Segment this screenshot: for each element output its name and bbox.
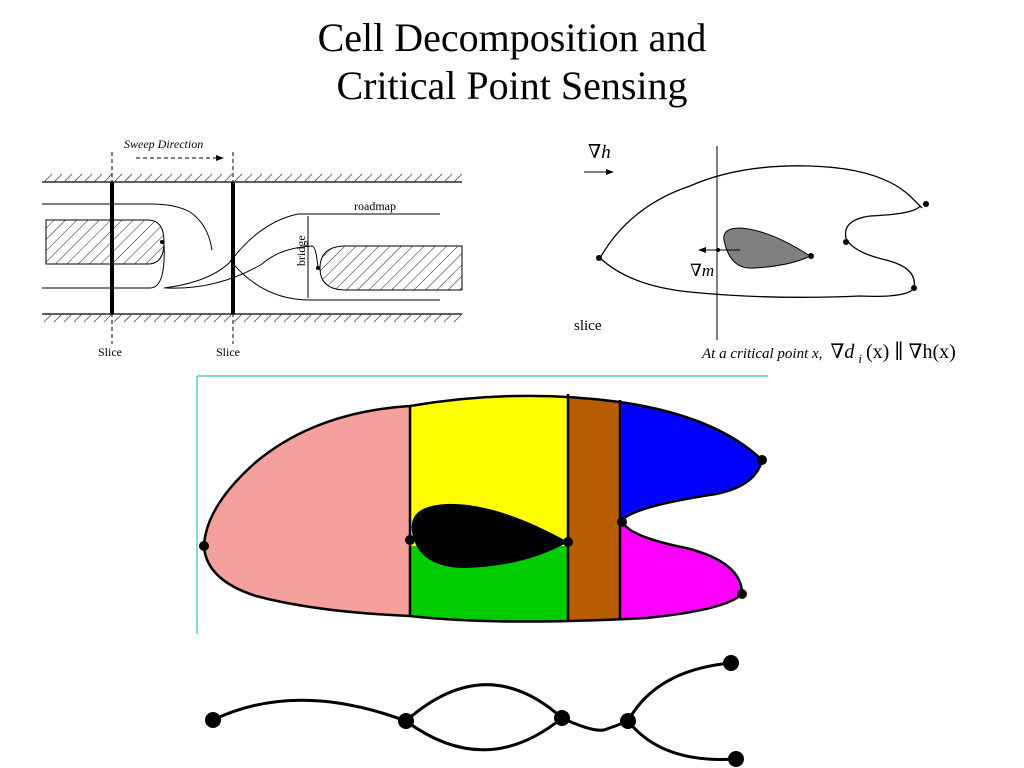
critical-caption: At a critical point x, ∇d i (x) ∥ ∇h(x) [701, 341, 956, 367]
cell-4 [568, 395, 620, 622]
left-obstacle [45, 219, 165, 265]
critical-point-6 [737, 589, 747, 599]
critical-point-2 [405, 535, 415, 545]
roadmap-curves [42, 203, 440, 301]
graph-node-2 [398, 713, 414, 729]
edge-3-4 [561, 716, 629, 732]
graph-node-5 [723, 655, 739, 671]
edge-2-3-bottom [405, 716, 563, 752]
obstacle-grey [723, 227, 812, 269]
caption-rest: (x) ∥ ∇h(x) [866, 341, 956, 363]
graph-node-3 [554, 710, 570, 726]
critical-point-f [716, 248, 720, 252]
cell-1 [204, 395, 410, 622]
critical-point-d [911, 285, 917, 291]
graph-edges [212, 661, 737, 761]
title-line-2: Critical Point Sensing [336, 63, 688, 108]
slice-label-right: Slice [216, 345, 240, 359]
critical-point-right [316, 266, 320, 270]
critical-point-c [843, 239, 849, 245]
arrow-head [216, 155, 224, 161]
edge-2-3-top [405, 683, 563, 723]
slice-label: slice [574, 318, 602, 334]
edge-4-6 [626, 720, 737, 761]
graph-node-1 [205, 712, 221, 728]
caption-prefix: At a critical point x, [701, 346, 822, 362]
critical-point-5 [757, 455, 767, 465]
grad-m-label: ∇m [690, 261, 714, 280]
slide-title: Cell Decomposition and Critical Point Se… [0, 14, 1024, 110]
grad-m-arrowhead [698, 247, 706, 253]
critical-point-a [596, 255, 602, 261]
cell-boundaries [408, 394, 622, 622]
critical-point-e [808, 253, 814, 259]
critical-point-left [160, 240, 164, 244]
slice-label-left: Slice [98, 345, 122, 359]
critical-point-1 [199, 541, 209, 551]
graph-node-6 [728, 751, 744, 767]
bridge-label: bridge [294, 235, 308, 266]
grad-h-label: ∇h [588, 142, 611, 163]
critical-point-b [923, 201, 929, 207]
grad-h-arrowhead [606, 169, 614, 175]
sweep-direction-label: Sweep Direction [124, 137, 203, 151]
critical-point-3 [563, 537, 573, 547]
right-obstacle [319, 245, 463, 291]
sweep-figure: Sweep Direction roadmap bridge Slice Sli… [42, 137, 463, 359]
caption-formula: ∇d [830, 341, 855, 363]
critical-point-4 [617, 517, 627, 527]
edge-4-5 [626, 661, 732, 722]
title-line-1: Cell Decomposition and [317, 15, 707, 60]
connectivity-graph [205, 655, 744, 767]
black-obstacle [411, 503, 568, 568]
graph-node-4 [620, 713, 636, 729]
caption-subscript: i [858, 351, 862, 366]
free-space-boundary [599, 165, 923, 298]
critical-point-figure: ∇h ∇m slice At a critical point x, ∇d i … [574, 142, 956, 367]
roadmap-label: roadmap [354, 199, 396, 213]
cell-decomposition-figure [196, 375, 768, 634]
edge-1-2 [212, 698, 407, 723]
